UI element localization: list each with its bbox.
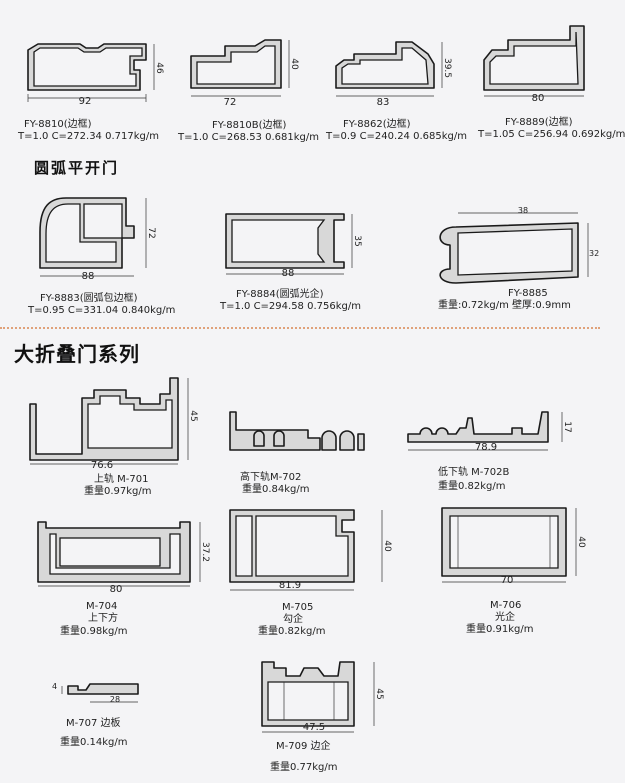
section-divider (0, 327, 600, 329)
m705-width-label: 81.9 (278, 580, 302, 591)
m709-width-label: 47.5 (302, 722, 326, 733)
fy-8885-model: FY-8885 (508, 288, 548, 299)
profile-fy-8810b-drawing: 40 (185, 38, 315, 110)
m707-model: M-707 边板 (66, 718, 121, 729)
fy-8810-model: FY-8810(边框) (24, 119, 92, 130)
fy-8885-width-label: 38 (517, 206, 529, 215)
m704-width-label: 80 (109, 584, 123, 595)
m705-height: 40 (382, 540, 392, 552)
profile-fy-8885-drawing (428, 205, 600, 285)
m709-spec: 重量0.77kg/m (270, 762, 338, 773)
profile-fy-8883-drawing: 72 (30, 192, 165, 282)
fy-8883-spec: T=0.95 C=331.04 0.840kg/m (28, 305, 176, 316)
m705-spec: 重量0.82kg/m (258, 626, 326, 637)
profile-fy-8884-drawing: 35 (218, 206, 368, 286)
fy-8883-width-label: 88 (81, 271, 95, 282)
fy-8810b-height: 40 (289, 58, 299, 70)
m702-spec: 重量0.84kg/m (242, 484, 310, 495)
fy-8884-width-label: 88 (281, 268, 295, 279)
m704-sub: 上下方 (88, 613, 118, 624)
m705-sub: 勾企 (283, 614, 303, 625)
m704-height: 37.2 (200, 542, 210, 562)
fy-8889-model: FY-8889(边框) (505, 117, 573, 128)
m706-spec: 重量0.91kg/m (466, 624, 534, 635)
m701-spec: 重量0.97kg/m (84, 486, 152, 497)
profile-m707-drawing (58, 676, 158, 712)
profile-m704-drawing: 37.2 (30, 512, 210, 592)
profile-m705-drawing: 40 (222, 506, 402, 596)
m702-model: 高下轨M-702 (240, 472, 302, 483)
fy-8862-model: FY-8862(边框) (343, 119, 411, 130)
profile-fy-8862-drawing: 39.5 (330, 38, 455, 110)
m707-spec: 重量0.14kg/m (60, 737, 128, 748)
fy-8889-spec: T=1.05 C=256.94 0.692kg/m (478, 129, 625, 140)
profile-m701-drawing: 45 (22, 374, 202, 466)
m709-height: 45 (374, 688, 384, 699)
m702b-width-label: 78.9 (474, 442, 498, 453)
section-title-arc-door: 圆弧平开门 (34, 159, 120, 177)
profile-m702-drawing (224, 404, 384, 464)
profile-m706-drawing: 40 (436, 502, 596, 588)
fy-8883-model: FY-8883(圆弧包边框) (40, 293, 138, 304)
profile-m709-drawing: 45 (254, 654, 394, 738)
m706-sub: 光企 (495, 612, 515, 623)
m706-height: 40 (576, 536, 586, 548)
fy-8889-width-label: 80 (531, 93, 545, 104)
fy-8884-height: 35 (352, 235, 362, 246)
fy-8810b-width-label: 72 (223, 97, 237, 108)
fy-8810-height: 46 (154, 62, 164, 74)
fy-8883-height: 72 (146, 227, 156, 238)
m707-width-label: 28 (109, 695, 121, 704)
m706-width-label: 70 (500, 575, 514, 586)
m705-model: M-705 (282, 602, 314, 613)
m701-height: 45 (188, 410, 198, 421)
fy-8810-width-label: 92 (78, 96, 92, 107)
fy-8885-spec: 重量:0.72kg/m 壁厚:0.9mm (438, 300, 571, 311)
m706-model: M-706 (490, 600, 522, 611)
fy-8810b-model: FY-8810B(边框) (212, 120, 287, 131)
m709-model: M-709 边企 (276, 741, 331, 752)
fy-8862-spec: T=0.9 C=240.24 0.685kg/m (326, 131, 467, 142)
section-title-folding-door: 大折叠门系列 (14, 342, 140, 366)
profile-m702b-drawing: 17 (402, 404, 582, 464)
m701-model: 上轨 M-701 (94, 474, 149, 485)
m702b-model: 低下轨 M-702B (438, 467, 510, 478)
fy-8810-spec: T=1.0 C=272.34 0.717kg/m (18, 131, 159, 142)
m702b-spec: 重量0.82kg/m (438, 481, 506, 492)
m702b-height: 17 (562, 421, 572, 432)
m704-spec: 重量0.98kg/m (60, 626, 128, 637)
m707-height-label: 4 (52, 682, 58, 691)
profile-fy-8810-drawing: 46 (20, 38, 170, 110)
fy-8862-width-label: 83 (376, 97, 390, 108)
fy-8862-height: 39.5 (442, 58, 452, 78)
m701-width-label: 76.6 (90, 460, 114, 471)
m704-model: M-704 (86, 601, 118, 612)
profile-fy-8889-drawing (478, 20, 600, 100)
fy-8884-spec: T=1.0 C=294.58 0.756kg/m (220, 301, 361, 312)
fy-8885-height-label: 32 (589, 249, 600, 258)
fy-8884-model: FY-8884(圆弧光企) (236, 289, 324, 300)
fy-8810b-spec: T=1.0 C=268.53 0.681kg/m (178, 132, 319, 143)
